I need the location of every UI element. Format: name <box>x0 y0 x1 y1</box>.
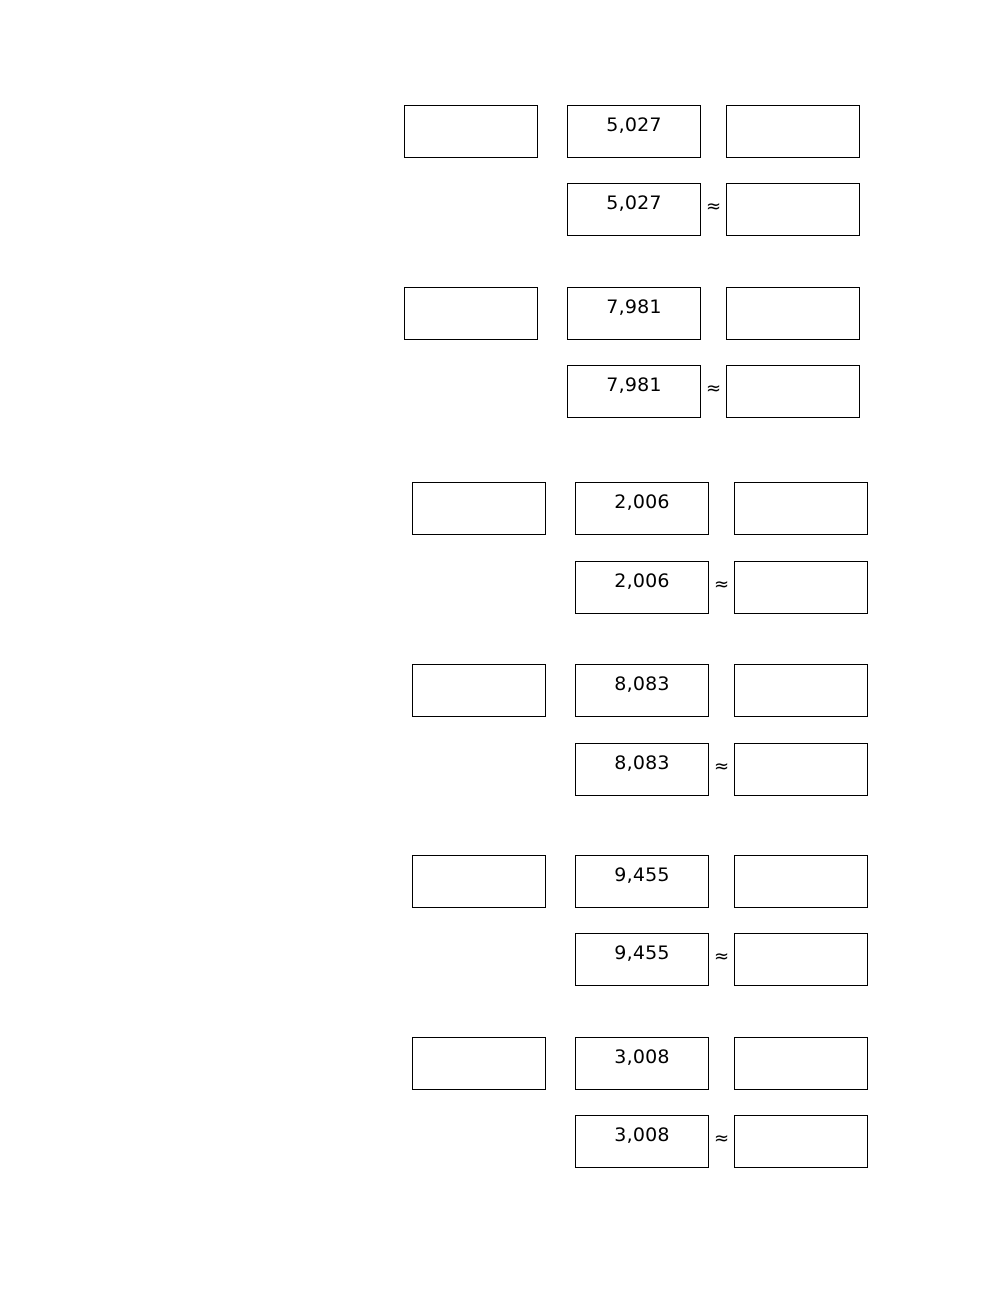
number-box-rounding: 5,027 <box>567 183 701 236</box>
approx-symbol: ≈ <box>714 574 730 595</box>
answer-box-rounded[interactable] <box>734 743 868 796</box>
answer-box-rounded[interactable] <box>734 933 868 986</box>
number-box: 5,027 <box>567 105 701 158</box>
approx-symbol: ≈ <box>714 1128 730 1149</box>
number-box-rounding: 9,455 <box>575 933 709 986</box>
answer-box-upper-bound[interactable] <box>734 855 868 908</box>
approx-symbol: ≈ <box>706 378 722 399</box>
answer-box-upper-bound[interactable] <box>734 1037 868 1090</box>
number-box-rounding: 2,006 <box>575 561 709 614</box>
answer-box-lower-bound[interactable] <box>412 855 546 908</box>
number-box-rounding: 3,008 <box>575 1115 709 1168</box>
answer-box-upper-bound[interactable] <box>726 105 860 158</box>
answer-box-upper-bound[interactable] <box>726 287 860 340</box>
answer-box-lower-bound[interactable] <box>404 105 538 158</box>
answer-box-lower-bound[interactable] <box>412 664 546 717</box>
answer-box-upper-bound[interactable] <box>734 482 868 535</box>
number-box: 9,455 <box>575 855 709 908</box>
answer-box-rounded[interactable] <box>726 183 860 236</box>
number-box-rounding: 8,083 <box>575 743 709 796</box>
number-box: 3,008 <box>575 1037 709 1090</box>
answer-box-lower-bound[interactable] <box>404 287 538 340</box>
approx-symbol: ≈ <box>706 196 722 217</box>
answer-box-lower-bound[interactable] <box>412 482 546 535</box>
approx-symbol: ≈ <box>714 946 730 967</box>
number-box: 7,981 <box>567 287 701 340</box>
answer-box-rounded[interactable] <box>734 561 868 614</box>
number-box-rounding: 7,981 <box>567 365 701 418</box>
answer-box-upper-bound[interactable] <box>734 664 868 717</box>
answer-box-lower-bound[interactable] <box>412 1037 546 1090</box>
number-box: 2,006 <box>575 482 709 535</box>
approx-symbol: ≈ <box>714 756 730 777</box>
answer-box-rounded[interactable] <box>726 365 860 418</box>
number-box: 8,083 <box>575 664 709 717</box>
answer-box-rounded[interactable] <box>734 1115 868 1168</box>
